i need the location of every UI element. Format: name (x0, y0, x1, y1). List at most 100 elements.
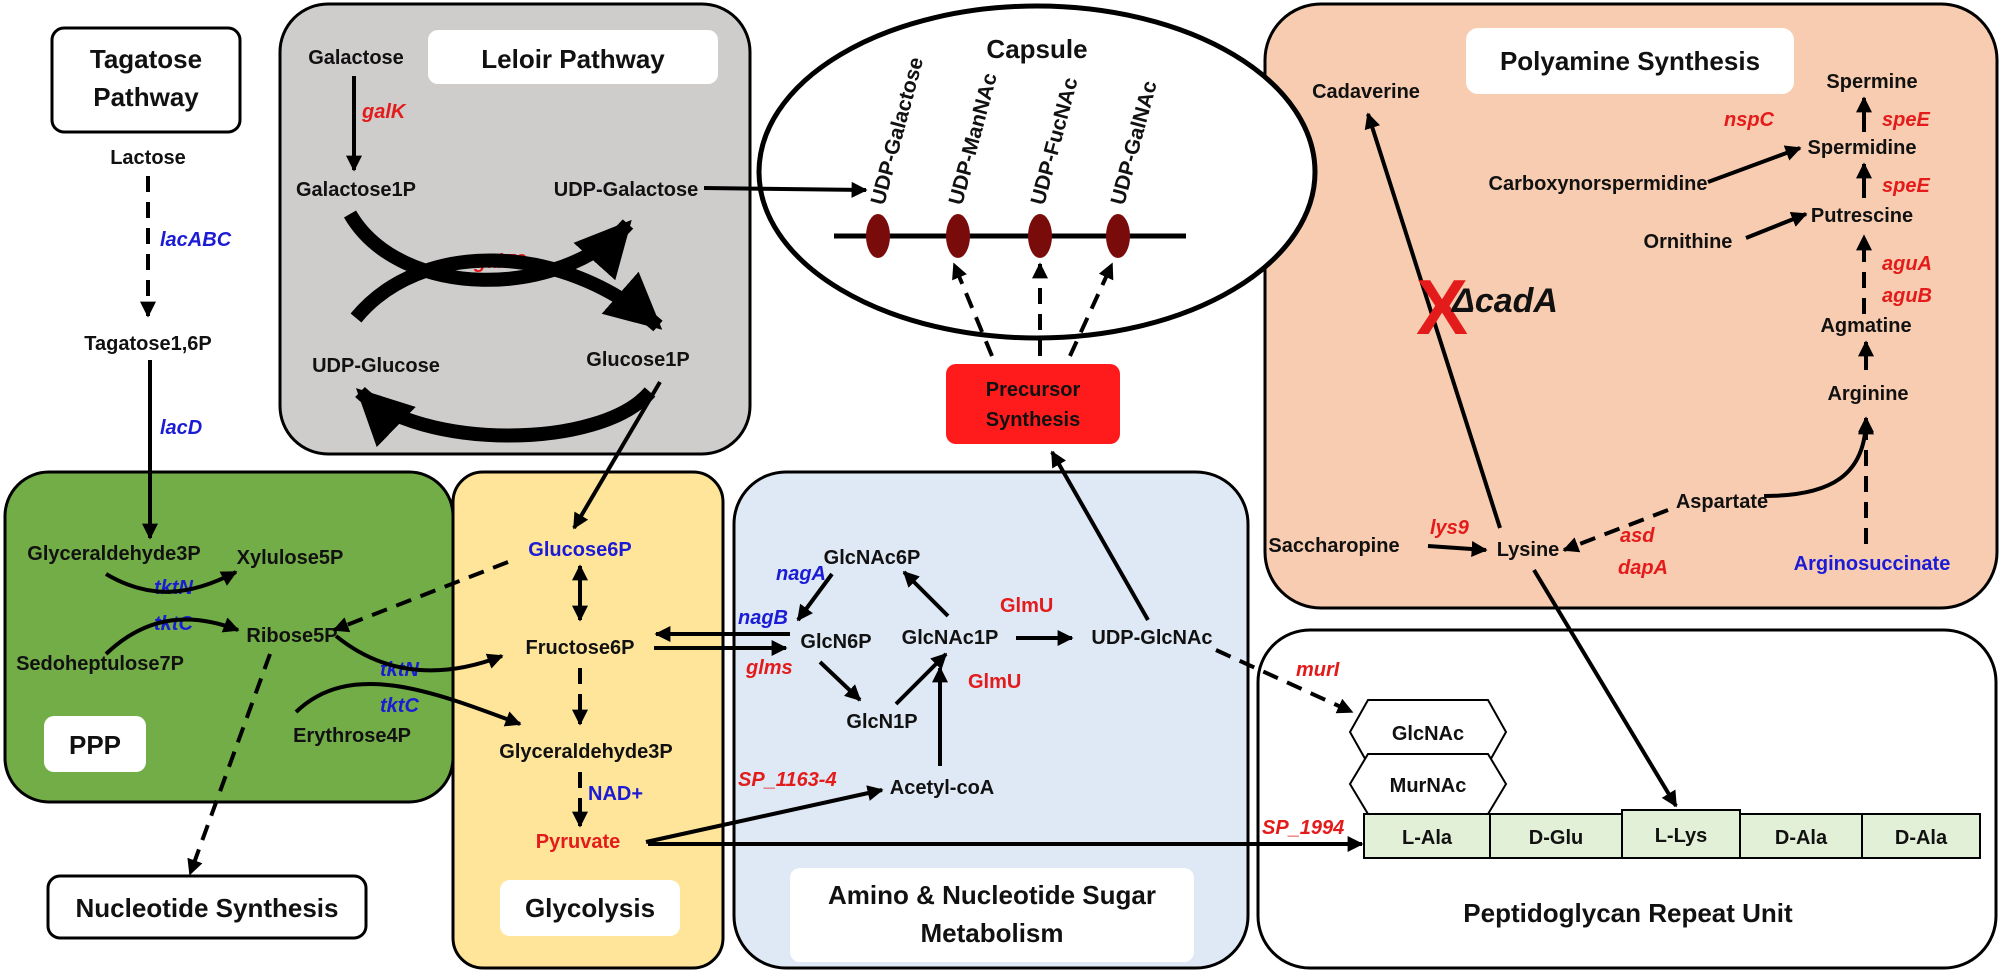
galactose-label: Galactose (308, 47, 404, 69)
lysine-to-llys-arrow (1532, 568, 1678, 808)
glycolysis-title: Glycolysis (525, 893, 655, 923)
glcn6p-to-glcn1p-arrow (818, 660, 862, 702)
naga-label: nagA (776, 563, 826, 585)
leloir-curve-top (343, 210, 634, 287)
agmatine-label: Agmatine (1820, 315, 1911, 337)
nspc-label: nspC (1724, 109, 1775, 131)
glyc-glyceraldehyde3p-label: Glyceraldehyde3P (499, 741, 672, 763)
glmu-label-1: GlmU (1000, 595, 1053, 617)
peptide-unit-2-label: D-Glu (1529, 827, 1583, 849)
pyruvate-to-acetylcoa-arrow (645, 785, 884, 844)
glcnac-label: GlcNAc (1392, 723, 1464, 745)
glucose6p-to-ribose5p-arrow (332, 560, 509, 633)
ppp-curve-1 (104, 570, 238, 594)
glcn1p-to-glcnac1p-arrow (894, 652, 948, 706)
arginosuccinate-label: Arginosuccinate (1794, 553, 1951, 575)
sp1163-label: SP_1163-4 (738, 769, 837, 791)
peptide-unit-5 (1861, 813, 1981, 859)
spermidine-label: Spermidine (1808, 137, 1917, 159)
leloir-title-box (428, 30, 718, 84)
glcn1p-label: GlcN1P (846, 711, 917, 733)
peptide-unit-4-label: D-Ala (1775, 827, 1828, 849)
leloir-curve-bottom (355, 386, 656, 448)
udp-glcnac-to-precursor-arrow (1050, 450, 1150, 621)
precursor-to-capsule-3 (1068, 262, 1114, 357)
dapa-label: dapA (1618, 557, 1668, 579)
glucose1p-label: Glucose1P (586, 349, 689, 371)
muri-label: murI (1296, 659, 1340, 681)
spee-label-1: speE (1882, 109, 1930, 131)
spermine-label: Spermine (1826, 71, 1917, 93)
ppp-glyceraldehyde3p-label: Glyceraldehyde3P (27, 543, 200, 565)
ribose5p-label: Ribose5P (246, 625, 337, 647)
delta-cada-label: ΔcadA (1450, 282, 1558, 320)
glcnac6p-to-glcn6p-arrow (796, 572, 834, 622)
glucose1p-to-glucose6p-arrow (572, 380, 662, 530)
lysine-to-cadaverine-arrow (1364, 112, 1502, 529)
amino-title-line2: Metabolism (920, 918, 1063, 948)
arginine-label: Arginine (1827, 383, 1908, 405)
lys9-label: lys9 (1430, 517, 1470, 539)
ribose5p-to-nucleotide-arrow (187, 653, 272, 876)
spee-label-2: speE (1882, 175, 1930, 197)
nucleotide-title-box (46, 874, 368, 940)
glcnac1p-label: GlcNAc1P (902, 627, 999, 649)
amino-title-line1: Amino & Nucleotide Sugar (828, 880, 1156, 910)
glucose6p-label: Glucose6P (528, 539, 631, 561)
udp-glucose-label: UDP-Glucose (312, 355, 440, 377)
carboxynorspermidine-to-spermidine-arrow (1707, 145, 1802, 184)
glms-label: glms (745, 657, 793, 679)
x-mark: X (1416, 263, 1468, 351)
lactose-label: Lactose (110, 147, 186, 169)
asd-label: asd (1620, 525, 1655, 547)
precursor-box (946, 364, 1120, 444)
agua-label: aguA (1882, 253, 1932, 275)
nucleotide-title: Nucleotide Synthesis (76, 893, 339, 923)
capsule-node-1 (866, 214, 890, 258)
sedoheptulose7p-label: Sedoheptulose7P (16, 653, 184, 675)
capsule-node-2 (946, 214, 970, 258)
peptide-unit-1-label: L-Ala (1402, 827, 1453, 849)
leloir-title: Leloir Pathway (481, 44, 665, 74)
leloir-box (278, 2, 752, 456)
amino-title-box (790, 868, 1194, 962)
lacabc-label: lacABC (160, 229, 232, 251)
xylulose5p-label: Xylulose5P (237, 547, 344, 569)
polyamine-box (1263, 2, 1999, 610)
erythrose4p-label: Erythrose4P (293, 725, 411, 747)
glycolysis-title-box (500, 880, 680, 936)
pyruvate-label: Pyruvate (536, 831, 621, 853)
tktc-label-2: tktC (380, 695, 419, 717)
tagatose-title-box (50, 26, 242, 134)
capsule-node-3 (1028, 214, 1052, 258)
peptide-unit-5-label: D-Ala (1895, 827, 1948, 849)
glcnac6p-label: GlcNAc6P (824, 547, 921, 569)
ppp-title: PPP (69, 730, 121, 760)
udp-glcnac-label: UDP-GlcNAc (1091, 627, 1212, 649)
carboxynorspermidine-label: Carboxynorspermidine (1489, 173, 1708, 195)
udp-galactose-to-capsule-arrow (703, 181, 868, 198)
acetylcoa-label: Acetyl-coA (890, 777, 994, 799)
leloir-curve-mid (350, 253, 663, 332)
precursor-title-line1: Precursor (986, 379, 1081, 401)
polyamine-title: Polyamine Synthesis (1500, 46, 1760, 76)
precursor-to-capsule-1 (952, 262, 994, 357)
ppp-title-box (44, 716, 146, 772)
fructose6p-label: Fructose6P (526, 637, 635, 659)
precursor-title-line2: Synthesis (986, 409, 1080, 431)
agub-label: aguB (1882, 285, 1932, 307)
cadaverine-label: Cadaverine (1312, 81, 1420, 103)
glcn6p-label: GlcN6P (800, 631, 871, 653)
aspartate-label: Aspartate (1676, 491, 1768, 513)
capsule-title: Capsule (986, 34, 1087, 64)
galactose1p-label: Galactose1P (296, 179, 416, 201)
sp1994-label: SP_1994 (1262, 817, 1344, 839)
ppp-curve-4 (294, 682, 522, 727)
tagatose16p-label: Tagatose1,6P (84, 333, 211, 355)
ornithine-to-putrescine-arrow (1745, 211, 1808, 240)
putrescine-label: Putrescine (1811, 205, 1913, 227)
nad-label: NAD+ (588, 783, 643, 805)
tagatose-title-line1: Tagatose (90, 44, 202, 74)
glcnac1p-to-glcnac6p-arrow (902, 570, 950, 618)
